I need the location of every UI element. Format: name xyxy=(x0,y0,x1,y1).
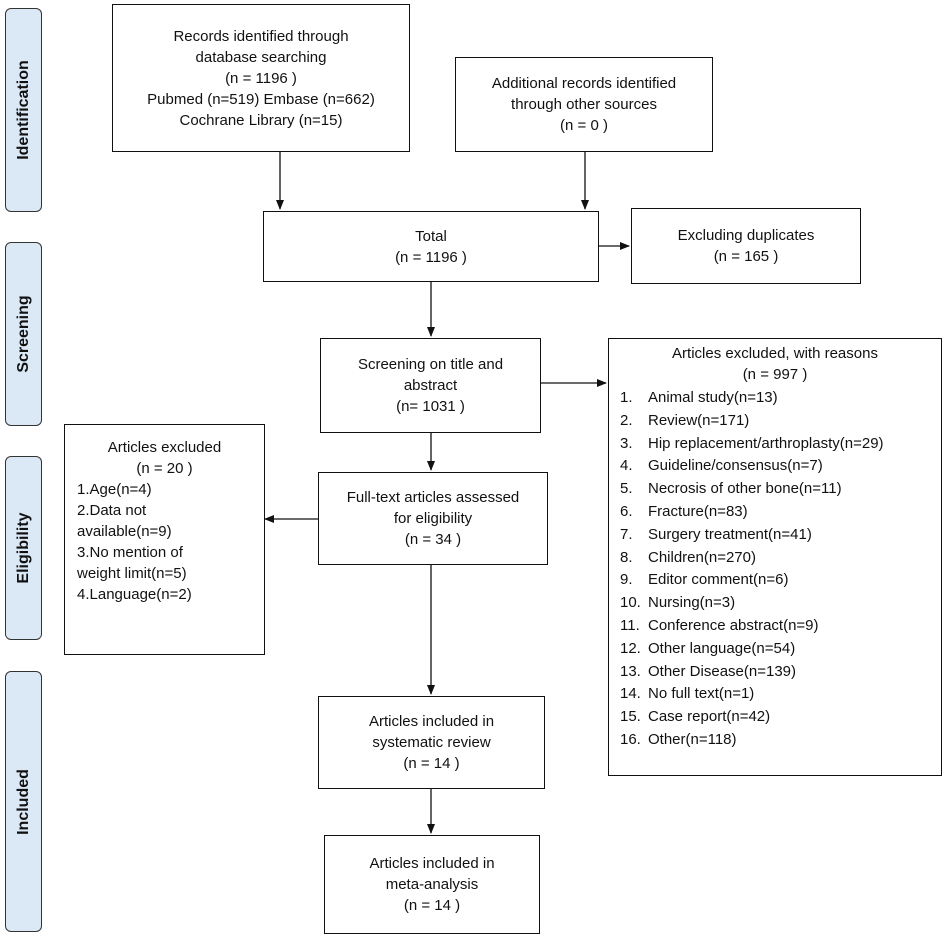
list-item: 3.No mention of xyxy=(77,544,183,561)
stage-eligibility: Eligibility xyxy=(5,456,42,640)
box-meta-analysis: Articles included in meta-analysis (n = … xyxy=(324,835,540,934)
box-excluded-reasons: Articles excluded, with reasons (n = 997… xyxy=(608,338,942,776)
list-item: 8.Children(n=270) xyxy=(620,548,756,566)
list-item: weight limit(n=5) xyxy=(77,565,187,582)
stage-included: Included xyxy=(5,671,42,932)
list-item: 2.Review(n=171) xyxy=(620,411,750,429)
list-item: 4.Language(n=2) xyxy=(77,586,192,603)
box-duplicates: Excluding duplicates (n = 165 ) xyxy=(631,208,861,284)
list-item: 1.Age(n=4) xyxy=(77,481,152,498)
excluded-reasons-list: 1.Animal study(n=13) 2.Review(n=171) 3.H… xyxy=(620,387,941,752)
list-item: 5.Necrosis of other bone(n=11) xyxy=(620,480,842,498)
list-item: 1.Animal study(n=13) xyxy=(620,389,778,406)
list-item: 3.Hip replacement/arthroplasty(n=29) xyxy=(620,434,884,452)
stage-identification: Identification xyxy=(5,8,42,212)
list-item: available(n=9) xyxy=(77,523,172,540)
list-item: 12.Other language(n=54) xyxy=(620,639,796,657)
fulltext-excluded-title: Articles excluded xyxy=(107,439,222,456)
list-item: 16.Other(n=118) xyxy=(620,730,737,748)
box-database-search: Records identified through database sear… xyxy=(112,4,410,152)
list-item: 7.Surgery treatment(n=41) xyxy=(620,525,812,543)
excluded-reasons-title: Articles excluded, with reasons xyxy=(672,345,878,362)
box-fulltext-excluded: Articles excluded (n = 20 ) 1.Age(n=4) 2… xyxy=(64,424,265,655)
box-fulltext: Full-text articles assessed for eligibil… xyxy=(318,472,548,565)
box-other-sources: Additional records identified through ot… xyxy=(455,57,713,152)
list-item: 13.Other Disease(n=139) xyxy=(620,662,796,680)
fulltext-excluded-count: (n = 20 ) xyxy=(136,460,193,477)
list-item: 15.Case report(n=42) xyxy=(620,708,771,726)
list-item: 11.Conference abstract(n=9) xyxy=(620,616,819,634)
box-total: Total (n = 1196 ) xyxy=(263,211,599,282)
list-item: 10.Nursing(n=3) xyxy=(620,594,736,612)
box-systematic-review: Articles included in systematic review (… xyxy=(318,696,545,789)
list-item: 9.Editor comment(n=6) xyxy=(620,571,789,589)
list-item: 4.Guideline/consensus(n=7) xyxy=(620,457,823,475)
list-item: 2.Data not xyxy=(77,502,147,519)
stage-screening: Screening xyxy=(5,242,42,426)
list-item: 6.Fracture(n=83) xyxy=(620,502,748,520)
list-item: 14.No full text(n=1) xyxy=(620,685,755,703)
box-screening: Screening on title and abstract (n= 1031… xyxy=(320,338,541,433)
excluded-reasons-count: (n = 997 ) xyxy=(742,366,808,383)
